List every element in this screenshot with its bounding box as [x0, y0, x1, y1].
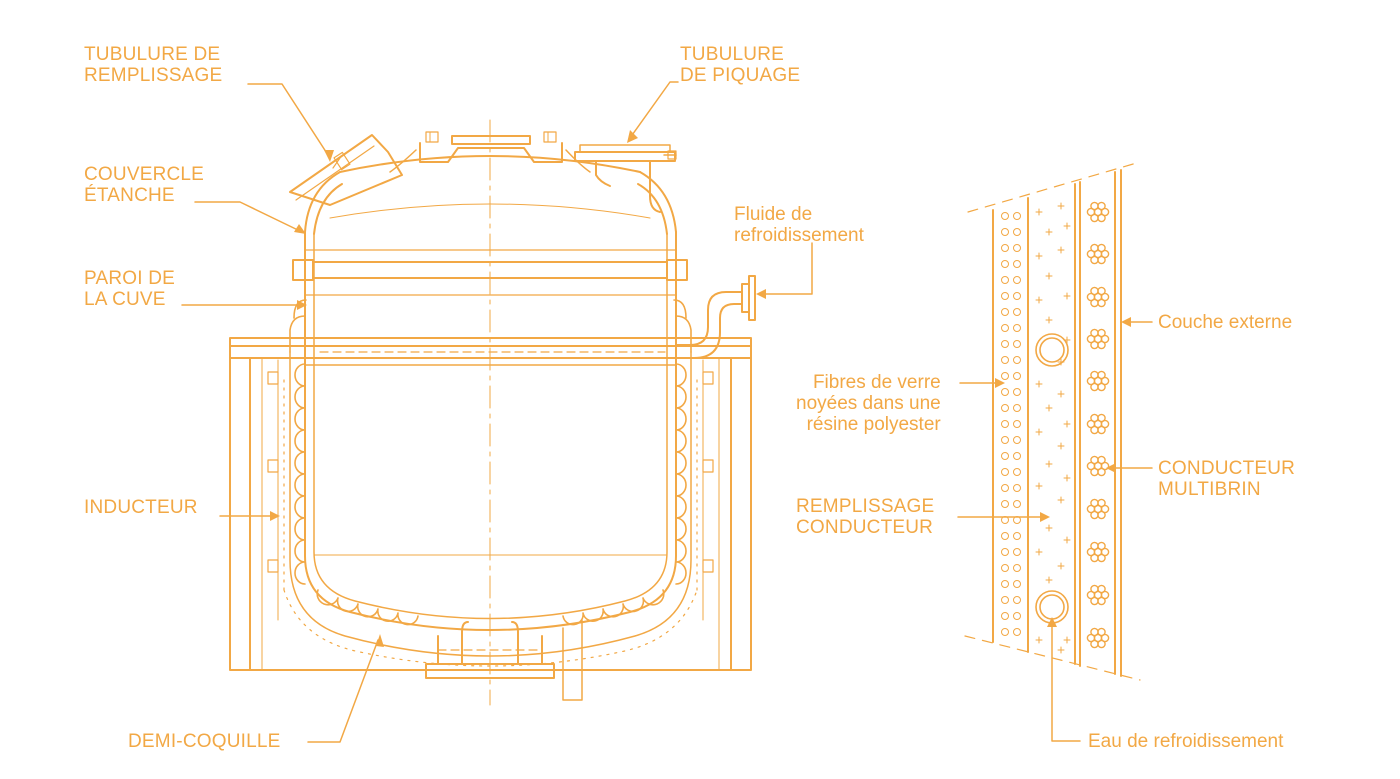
half-coils — [289, 299, 692, 626]
label-fibres-verre: Fibres de verre noyées dans une résine p… — [796, 372, 941, 435]
label-tubulure-remplissage: TUBULURE DE REMPLISSAGE — [84, 44, 223, 86]
multistrand-conductors — [1086, 201, 1110, 649]
conductive-filler-layer — [1035, 202, 1071, 654]
cable-section — [964, 161, 1141, 681]
inductor-coil — [283, 379, 698, 667]
label-demi-coquille: DEMI-COQUILLE — [128, 731, 281, 752]
cover — [304, 131, 677, 235]
label-fluide-refroidissement: Fluide de refroidissement — [734, 204, 864, 246]
label-remplissage-conducteur: REMPLISSAGE CONDUCTEUR — [796, 496, 935, 538]
label-eau-refroidissement: Eau de refroidissement — [1088, 731, 1284, 752]
label-paroi-cuve: PAROI DE LA CUVE — [84, 268, 175, 310]
label-couche-externe: Couche externe — [1158, 312, 1293, 333]
label-inducteur: INDUCTEUR — [84, 497, 198, 518]
glass-fibre-layer — [1001, 212, 1021, 636]
tapping-nozzle — [574, 144, 677, 213]
filling-nozzle — [289, 134, 403, 206]
arrowheads — [270, 130, 1131, 647]
label-conducteur-multibrin: CONDUCTEUR MULTIBRIN — [1158, 458, 1296, 500]
label-couvercle-etanche: COUVERCLE ÉTANCHE — [84, 164, 205, 206]
cooling-pipe — [675, 275, 756, 359]
leader-lines — [181, 81, 1153, 743]
bottom-outlet — [425, 619, 583, 701]
label-tubulure-piquage: TUBULURE DE PIQUAGE — [680, 44, 801, 86]
